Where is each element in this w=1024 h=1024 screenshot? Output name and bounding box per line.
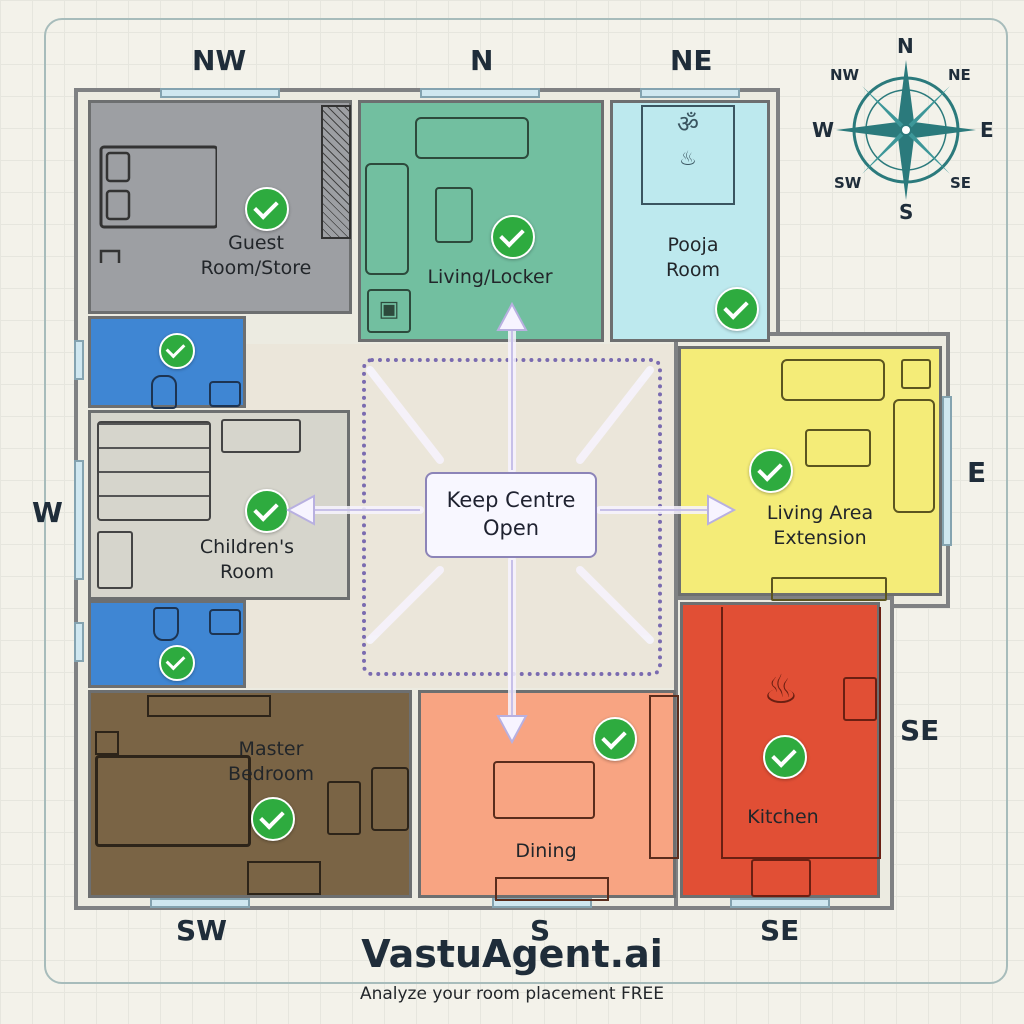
sideboard-icon [495, 877, 609, 901]
toilet-icon-2 [153, 607, 179, 641]
flame-icon: ♨ [763, 667, 799, 713]
check-icon-kitchen [763, 735, 807, 779]
sofa-icon-ext [781, 359, 885, 401]
check-icon-pooja [715, 287, 759, 331]
dining-table-icon [493, 761, 595, 819]
sofa-side-icon-ext [893, 399, 935, 513]
window-south-1 [150, 898, 250, 908]
window-north-2 [420, 88, 540, 98]
counter-icon [721, 607, 881, 859]
window-east [942, 396, 952, 546]
window-west-1 [74, 340, 84, 380]
check-icon-living-locker [491, 215, 535, 259]
check-icon-bath-upper [159, 333, 195, 369]
bed-icon [99, 145, 217, 263]
room-kitchen: ♨ Kitchen [680, 602, 881, 898]
coffee-table-icon-ext [805, 429, 871, 467]
room-bath-upper [88, 316, 246, 409]
compass: N NW NE W E SW SE S [810, 34, 1000, 224]
om-icon: ॐ [677, 110, 699, 138]
compass-w: W [812, 118, 835, 142]
tv-unit-icon [771, 577, 887, 601]
side-table-icon [327, 781, 361, 835]
brand-subtitle: Analyze your room placement FREE [359, 984, 665, 1004]
direction-s: S [530, 914, 551, 947]
room-dining: Dining [418, 690, 679, 901]
outer-frame [44, 18, 1008, 984]
wardrobe-icon [321, 105, 351, 239]
direction-w: W [32, 496, 63, 529]
toilet-icon [151, 375, 177, 409]
check-icon-master [251, 797, 295, 841]
direction-se: SE [760, 914, 800, 947]
bed-icon-master [95, 755, 251, 847]
window-west-2 [74, 460, 84, 580]
direction-e: E [967, 456, 987, 489]
room-label-dining: Dining [515, 840, 577, 862]
brand-title: VastuAgent.ai [361, 932, 663, 976]
window-south-3 [730, 898, 830, 908]
armchair-icon-master [371, 767, 409, 831]
centre-label-line1: Keep Centre [446, 488, 576, 512]
compass-e: E [980, 118, 994, 142]
sofa-icon [415, 117, 529, 159]
sofa-side-icon [365, 163, 409, 275]
altar-icon: ॐ ♨ [641, 105, 735, 205]
compass-rose-icon [836, 60, 976, 200]
check-icon-living-ext [749, 449, 793, 493]
stove-icon [843, 677, 877, 721]
dresser-icon [147, 695, 271, 717]
direction-sw: SW [176, 914, 228, 947]
desk-icon-2 [97, 531, 133, 589]
armchair-icon [901, 359, 931, 389]
direction-nw: NW [192, 44, 247, 77]
check-icon-guest [245, 187, 289, 231]
compass-ne: NE [948, 66, 971, 84]
window-north-3 [640, 88, 740, 98]
lock-icon: ▣ [367, 289, 411, 333]
compass-s: S [899, 200, 914, 224]
check-icon-dining [593, 717, 637, 761]
compass-nw: NW [830, 66, 860, 84]
room-bath-lower [88, 600, 246, 688]
room-label-living-locker: Living/Locker [427, 266, 553, 288]
bunk-bed-icon [97, 421, 211, 521]
room-living-locker: ▣ Living/Locker [358, 100, 604, 342]
sink-icon [209, 381, 241, 407]
desk-icon [221, 419, 301, 453]
kitchen-sink-icon [751, 859, 811, 897]
compass-n: N [897, 34, 914, 58]
direction-ne: NE [670, 44, 713, 77]
sink-icon-2 [209, 609, 241, 635]
window-west-3 [74, 622, 84, 662]
coffee-table-icon [435, 187, 473, 243]
compass-se: SE [950, 174, 972, 192]
direction-se-side: SE [900, 714, 940, 747]
compass-sw: SW [834, 174, 862, 192]
centre-label-line2: Open [482, 516, 540, 541]
check-icon-children [245, 489, 289, 533]
diya-icon: ♨ [679, 146, 697, 170]
cabinet-icon [649, 695, 679, 859]
window-north-1 [160, 88, 280, 98]
centre-label-box: Keep Centre Open [425, 472, 597, 558]
nightstand-icon [95, 731, 119, 755]
study-desk-icon [247, 861, 321, 895]
direction-n: N [470, 44, 494, 77]
check-icon-bath-lower [159, 645, 195, 681]
room-label-kitchen: Kitchen [747, 806, 819, 828]
